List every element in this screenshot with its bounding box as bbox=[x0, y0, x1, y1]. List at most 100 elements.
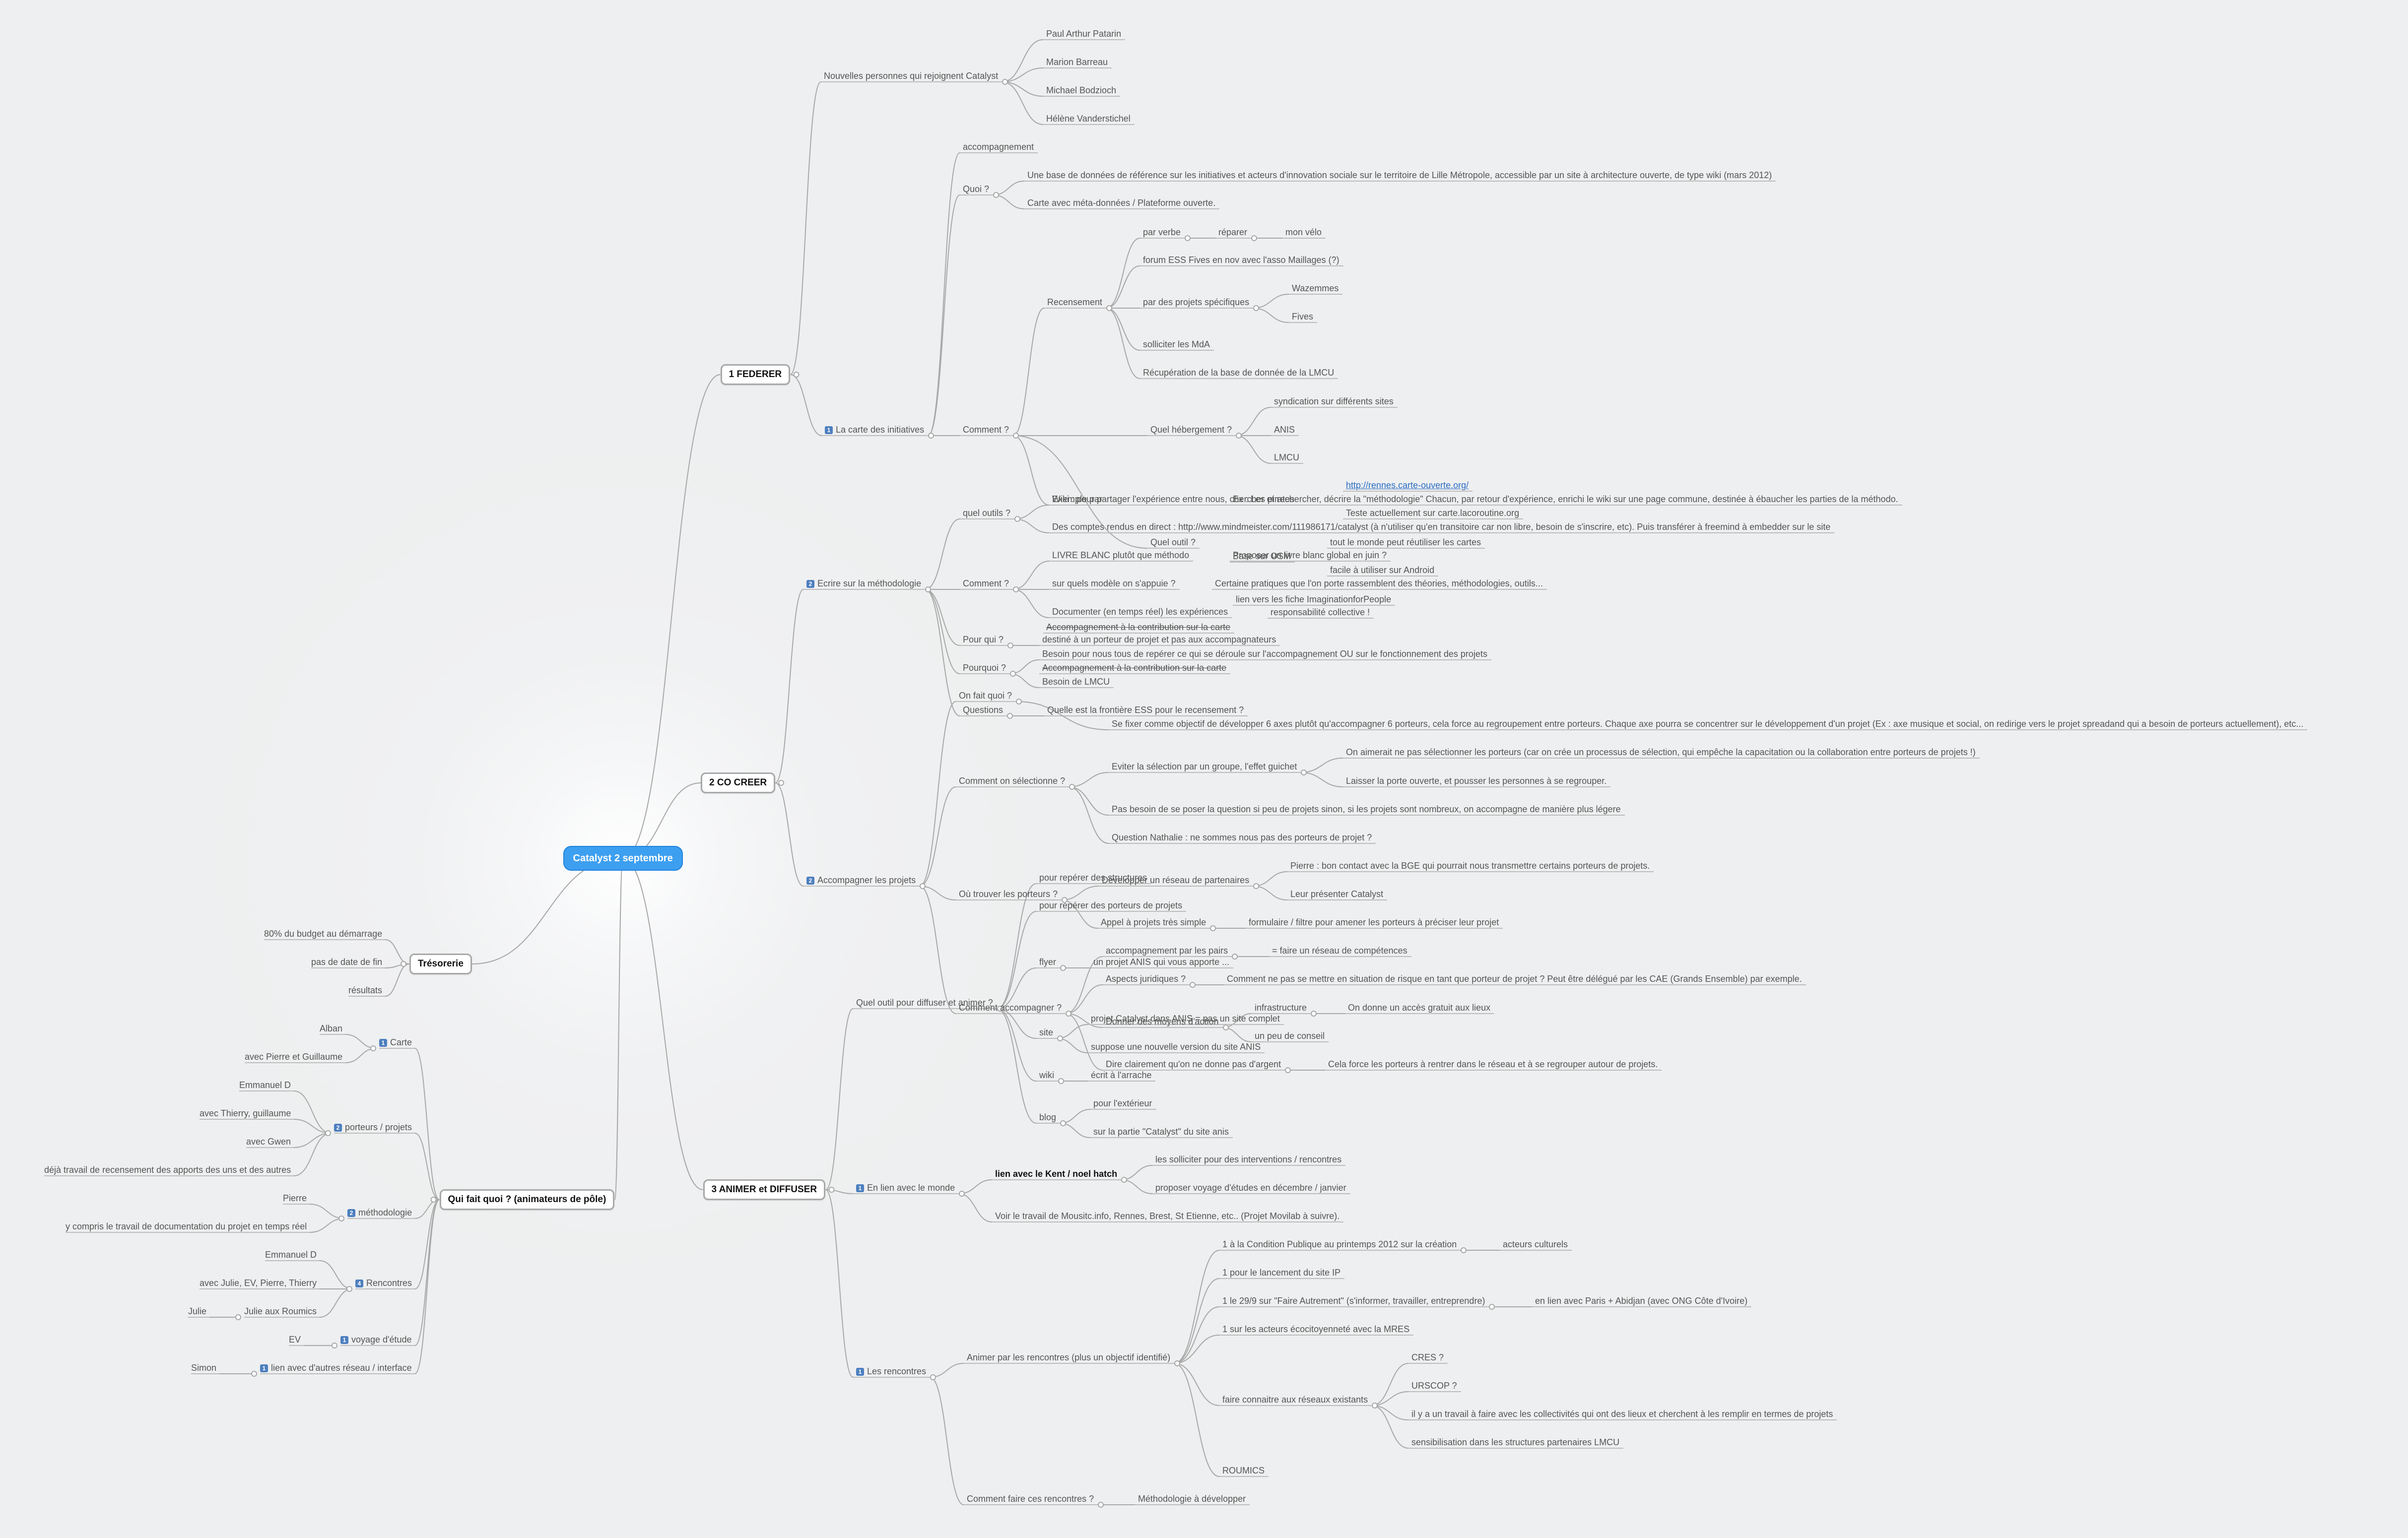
topic-tout-le-monde-peut-reutiliser-les-cartes[interactable]: tout le monde peut réutiliser les cartes bbox=[1330, 537, 1481, 548]
topic-comment-ne-pas-se-mettre-en-situation-de[interactable]: Comment ne pas se mettre en situation de… bbox=[1227, 973, 1802, 984]
topic-carte-avec-meta-donnees-plateforme-ouver[interactable]: Carte avec méta-données / Plateforme ouv… bbox=[1027, 197, 1215, 208]
topic-wazemmes[interactable]: Wazemmes bbox=[1292, 283, 1338, 294]
topic-anis[interactable]: ANIS bbox=[1274, 424, 1295, 435]
topic-responsabilite-collective[interactable]: responsabilité collective ! bbox=[1271, 607, 1370, 618]
topic-comment-on-selectionne[interactable]: Comment on sélectionne ? bbox=[959, 775, 1065, 786]
topic-un-peu-de-conseil[interactable]: un peu de conseil bbox=[1255, 1030, 1325, 1041]
topic-formulaire-filtre-pour-amener-les-porteu[interactable]: formulaire / filtre pour amener les port… bbox=[1249, 917, 1499, 928]
topic-flyer[interactable]: flyer bbox=[1039, 957, 1056, 967]
topic-avec-julie-ev-pierre-thierry[interactable]: avec Julie, EV, Pierre, Thierry bbox=[200, 1278, 317, 1288]
topic-questions[interactable]: Questions bbox=[963, 705, 1003, 715]
topic-animer-par-les-rencontres-plus-un-object[interactable]: Animer par les rencontres (plus un objec… bbox=[967, 1352, 1170, 1363]
topic-documenter-en-temps-reel-les-experiences[interactable]: Documenter (en temps réel) les expérienc… bbox=[1052, 606, 1228, 617]
topic-laisser-la-porte-ouverte-et-pousser-les-[interactable]: Laisser la porte ouverte, et pousser les… bbox=[1346, 775, 1606, 786]
topic-sur-quels-modele-on-s-appuie[interactable]: sur quels modèle on s'appuie ? bbox=[1052, 578, 1176, 589]
topic-ecrit-a-l-arrache[interactable]: écrit à l'arrache bbox=[1091, 1070, 1151, 1081]
branch-topic-1-federer[interactable]: 1 FEDERER bbox=[720, 364, 791, 385]
topic-certaine-pratiques-que-l-on-porte-rassem[interactable]: Certaine pratiques que l'on porte rassem… bbox=[1215, 578, 1543, 589]
topic-pas-de-date-de-fin[interactable]: pas de date de fin bbox=[311, 957, 382, 967]
topic-pierre[interactable]: Pierre bbox=[283, 1193, 307, 1204]
topic-dire-clairement-qu-on-ne-donne-pas-d-arg[interactable]: Dire clairement qu'on ne donne pas d'arg… bbox=[1106, 1059, 1281, 1070]
topic-cres[interactable]: CRES ? bbox=[1411, 1352, 1444, 1363]
topic-aspects-juridiques[interactable]: Aspects juridiques ? bbox=[1106, 973, 1186, 984]
topic-accompagnement-a-la-contribution-sur-la-[interactable]: Accompagnement à la contribution sur la … bbox=[1046, 622, 1230, 633]
topic-faire-un-reseau-de-competences[interactable]: = faire un réseau de compétences bbox=[1272, 945, 1407, 956]
topic-accompagnement-par-les-pairs[interactable]: accompagnement par les pairs bbox=[1106, 945, 1228, 956]
topic-les-solliciter-pour-des-interventions-re[interactable]: les solliciter pour des interventions / … bbox=[1155, 1154, 1341, 1165]
topic-julie[interactable]: Julie bbox=[188, 1306, 206, 1317]
topic-emmanuel-d[interactable]: Emmanuel D bbox=[265, 1249, 317, 1260]
topic-proposer-un-livre-blanc-global-en-juin[interactable]: Proposer un livre blanc global en juin ? bbox=[1233, 550, 1387, 561]
topic-en-lien-avec-paris-abidjan-avec-ong-cote[interactable]: en lien avec Paris + Abidjan (avec ONG C… bbox=[1535, 1295, 1747, 1306]
topic-alban[interactable]: Alban bbox=[320, 1023, 342, 1034]
topic-methodologie-a-developper[interactable]: Méthodologie à développer bbox=[1138, 1493, 1246, 1504]
topic-avec-gwen[interactable]: avec Gwen bbox=[246, 1136, 291, 1147]
topic-teste-actuellement-sur-carte-lacoroutine[interactable]: Teste actuellement sur carte.lacoroutine… bbox=[1346, 508, 1519, 518]
branch-topic-qui-fait-quoi-animateurs-de-pole[interactable]: Qui fait quoi ? (animateurs de pôle) bbox=[439, 1189, 615, 1210]
topic-link[interactable]: http://rennes.carte-ouverte.org/ bbox=[1346, 480, 1469, 490]
topic-exemple-par[interactable]: Exemple par bbox=[1052, 494, 1102, 505]
topic-facile-a-utiliser-sur-android[interactable]: facile à utiliser sur Android bbox=[1330, 565, 1434, 576]
topic-helene-vanderstichel[interactable]: Hélène Vanderstichel bbox=[1046, 113, 1131, 124]
topic-roumics[interactable]: ROUMICS bbox=[1222, 1465, 1265, 1476]
topic-recensement[interactable]: Recensement bbox=[1047, 297, 1102, 308]
topic-recuperation-de-la-base-de-donnee-de-la-[interactable]: Récupération de la base de donnée de la … bbox=[1143, 367, 1334, 378]
topic-paul-arthur-patarin[interactable]: Paul Arthur Patarin bbox=[1046, 28, 1121, 39]
topic-pour-qui[interactable]: Pour qui ? bbox=[963, 634, 1003, 645]
root-topic[interactable]: Catalyst 2 septembre bbox=[563, 846, 683, 871]
topic-quelle-est-la-frontiere-ess-pour-le-rece[interactable]: Quelle est la frontière ESS pour le rece… bbox=[1047, 705, 1244, 715]
topic-besoin-pour-nous-tous-de-reperer-ce-qui-[interactable]: Besoin pour nous tous de repérer ce qui … bbox=[1042, 648, 1487, 659]
topic-comment[interactable]: Comment ? bbox=[963, 578, 1009, 589]
topic-nouvelles-personnes-qui-rejoignent-catal[interactable]: Nouvelles personnes qui rejoignent Catal… bbox=[824, 70, 998, 81]
topic-appel-a-projets-tres-simple[interactable]: Appel à projets très simple bbox=[1101, 917, 1206, 928]
topic-pour-l-exterieur[interactable]: pour l'extérieur bbox=[1093, 1098, 1152, 1109]
topic-ex-les-pirates[interactable]: Ex : Les pirates bbox=[1233, 494, 1294, 505]
topic-wiki-pour-partager-l-experience-entre-no[interactable]: Wiki : pour partager l'expérience entre … bbox=[1052, 494, 1898, 505]
topic-destine-a-un-porteur-de-projet-et-pas-au[interactable]: destiné à un porteur de projet et pas au… bbox=[1042, 634, 1276, 645]
topic-quel-outil-pour-diffuser-et-animer[interactable]: Quel outil pour diffuser et animer ? bbox=[856, 997, 993, 1008]
topic-ou-trouver-les-porteurs[interactable]: Où trouver les porteurs ? bbox=[959, 889, 1058, 899]
topic-wiki[interactable]: wiki bbox=[1039, 1070, 1054, 1081]
topic-pas-besoin-de-se-poser-la-question-si-pe[interactable]: Pas besoin de se poser la question si pe… bbox=[1112, 804, 1621, 815]
topic-quel-outils[interactable]: quel outils ? bbox=[963, 508, 1010, 518]
branch-topic-3-animer-et-diffuser[interactable]: 3 ANIMER et DIFFUSER bbox=[703, 1179, 826, 1200]
topic-fives[interactable]: Fives bbox=[1292, 311, 1313, 322]
topic-marion-barreau[interactable]: Marion Barreau bbox=[1046, 57, 1108, 67]
topic-blog[interactable]: blog bbox=[1039, 1112, 1056, 1123]
topic-http-rennes-carte-ouverte-org[interactable]: http://rennes.carte-ouverte.org/ bbox=[1346, 480, 1469, 491]
topic-suppose-une-nouvelle-version-du-site-ani[interactable]: suppose une nouvelle version du site ANI… bbox=[1091, 1041, 1261, 1052]
topic-y-compris-le-travail-de-documentation-du[interactable]: y compris le travail de documentation du… bbox=[66, 1221, 307, 1232]
topic-avec-thierry-guillaume[interactable]: avec Thierry, guillaume bbox=[200, 1108, 291, 1119]
topic-1-le-29-9-sur-faire-autrement-s-informer[interactable]: 1 le 29/9 sur "Faire Autrement" (s'infor… bbox=[1222, 1295, 1485, 1306]
topic-pierre-bon-contact-avec-la-bge-qui-pourr[interactable]: Pierre : bon contact avec la BGE qui pou… bbox=[1290, 860, 1650, 871]
topic-on-donne-un-acces-gratuit-aux-lieux[interactable]: On donne un accès gratuit aux lieux bbox=[1348, 1002, 1490, 1013]
topic-simon[interactable]: Simon bbox=[191, 1362, 216, 1373]
topic-urscop[interactable]: URSCOP ? bbox=[1411, 1380, 1457, 1391]
topic-quel-outil[interactable]: Quel outil ? bbox=[1150, 537, 1196, 548]
topic-ev[interactable]: EV bbox=[289, 1334, 301, 1345]
topic-cela-force-les-porteurs-a-rentrer-dans-l[interactable]: Cela force les porteurs à rentrer dans l… bbox=[1328, 1059, 1658, 1070]
topic-deja-travail-de-recensement-des-apports-[interactable]: déjà travail de recensement des apports … bbox=[44, 1164, 291, 1175]
topic-voir-le-travail-de-mousitc-info-rennes-b[interactable]: Voir le travail de Mousitc.info, Rennes,… bbox=[995, 1211, 1339, 1221]
topic-syndication-sur-differents-sites[interactable]: syndication sur différents sites bbox=[1274, 396, 1394, 407]
topic-infrastructure[interactable]: infrastructure bbox=[1255, 1002, 1307, 1013]
topic-sur-la-partie-catalyst-du-site-anis[interactable]: sur la partie "Catalyst" du site anis bbox=[1093, 1126, 1229, 1137]
topic-se-fixer-comme-objectif-de-developper-6-[interactable]: Se fixer comme objectif de développer 6 … bbox=[1112, 718, 2303, 729]
topic-1-sur-les-acteurs-ecocitoyennete-avec-la[interactable]: 1 sur les acteurs écocitoyenneté avec la… bbox=[1222, 1324, 1409, 1335]
topic-forum-ess-fives-en-nov-avec-l-asso-maill[interactable]: forum ESS Fives en nov avec l'asso Maill… bbox=[1143, 255, 1339, 265]
topic-accompagnement-a-la-contribution-sur-la-[interactable]: Accompagnement à la contribution sur la … bbox=[1042, 662, 1226, 673]
topic-on-fait-quoi[interactable]: On fait quoi ? bbox=[959, 690, 1012, 701]
topic-faire-connaitre-aux-reseaux-existants[interactable]: faire connaitre aux réseaux existants bbox=[1222, 1394, 1368, 1405]
topic-comment-faire-ces-rencontres[interactable]: Comment faire ces rencontres ? bbox=[967, 1493, 1094, 1504]
topic-site[interactable]: site bbox=[1039, 1027, 1053, 1038]
